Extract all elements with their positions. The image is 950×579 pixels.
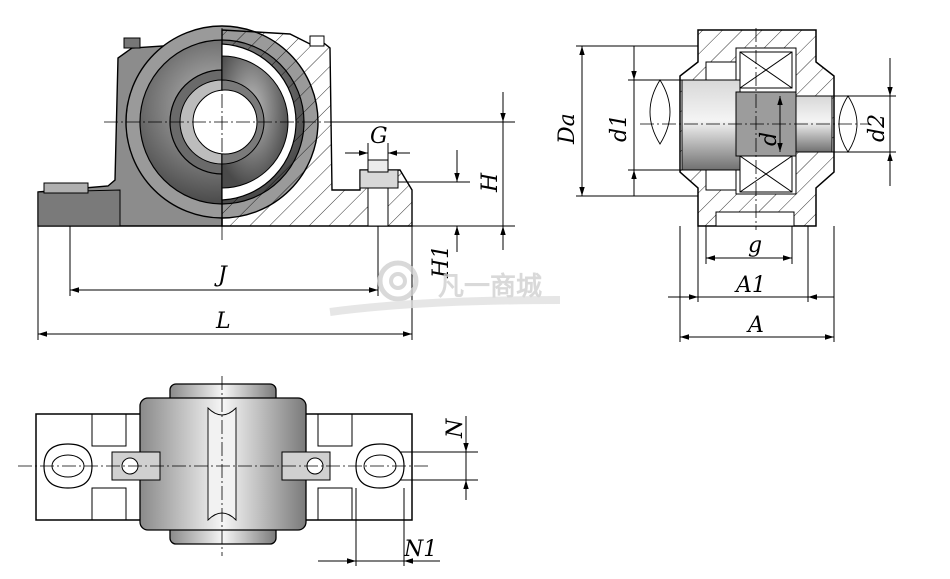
dim-label-N1: N1 <box>403 537 437 562</box>
dim-label-H: H <box>478 172 503 193</box>
side-dimensions: Da d1 d d2 g A1 A <box>555 45 896 342</box>
dim-label-g: g <box>748 233 762 258</box>
dim-label-A: A <box>746 313 764 338</box>
dim-label-G: G <box>370 124 388 149</box>
dim-label-d: d <box>757 132 782 146</box>
watermark: 凡一商城 <box>329 260 561 316</box>
dim-label-L: L <box>215 309 231 334</box>
dim-label-Da: Da <box>555 113 580 145</box>
dim-label-N: N <box>443 418 468 439</box>
dim-label-d2: d2 <box>865 114 890 142</box>
front-dimensions: G H H1 J L <box>37 92 515 340</box>
side-section-view <box>640 28 870 230</box>
front-view <box>37 25 413 240</box>
dim-label-d1: d1 <box>607 114 632 142</box>
watermark-text: 凡一商城 <box>438 271 542 302</box>
dim-label-A1: A1 <box>734 273 766 298</box>
dim-label-J: J <box>214 263 228 288</box>
top-dimensions: N N1 <box>318 416 478 566</box>
dim-label-H1: H1 <box>429 245 454 279</box>
top-view <box>18 376 430 556</box>
